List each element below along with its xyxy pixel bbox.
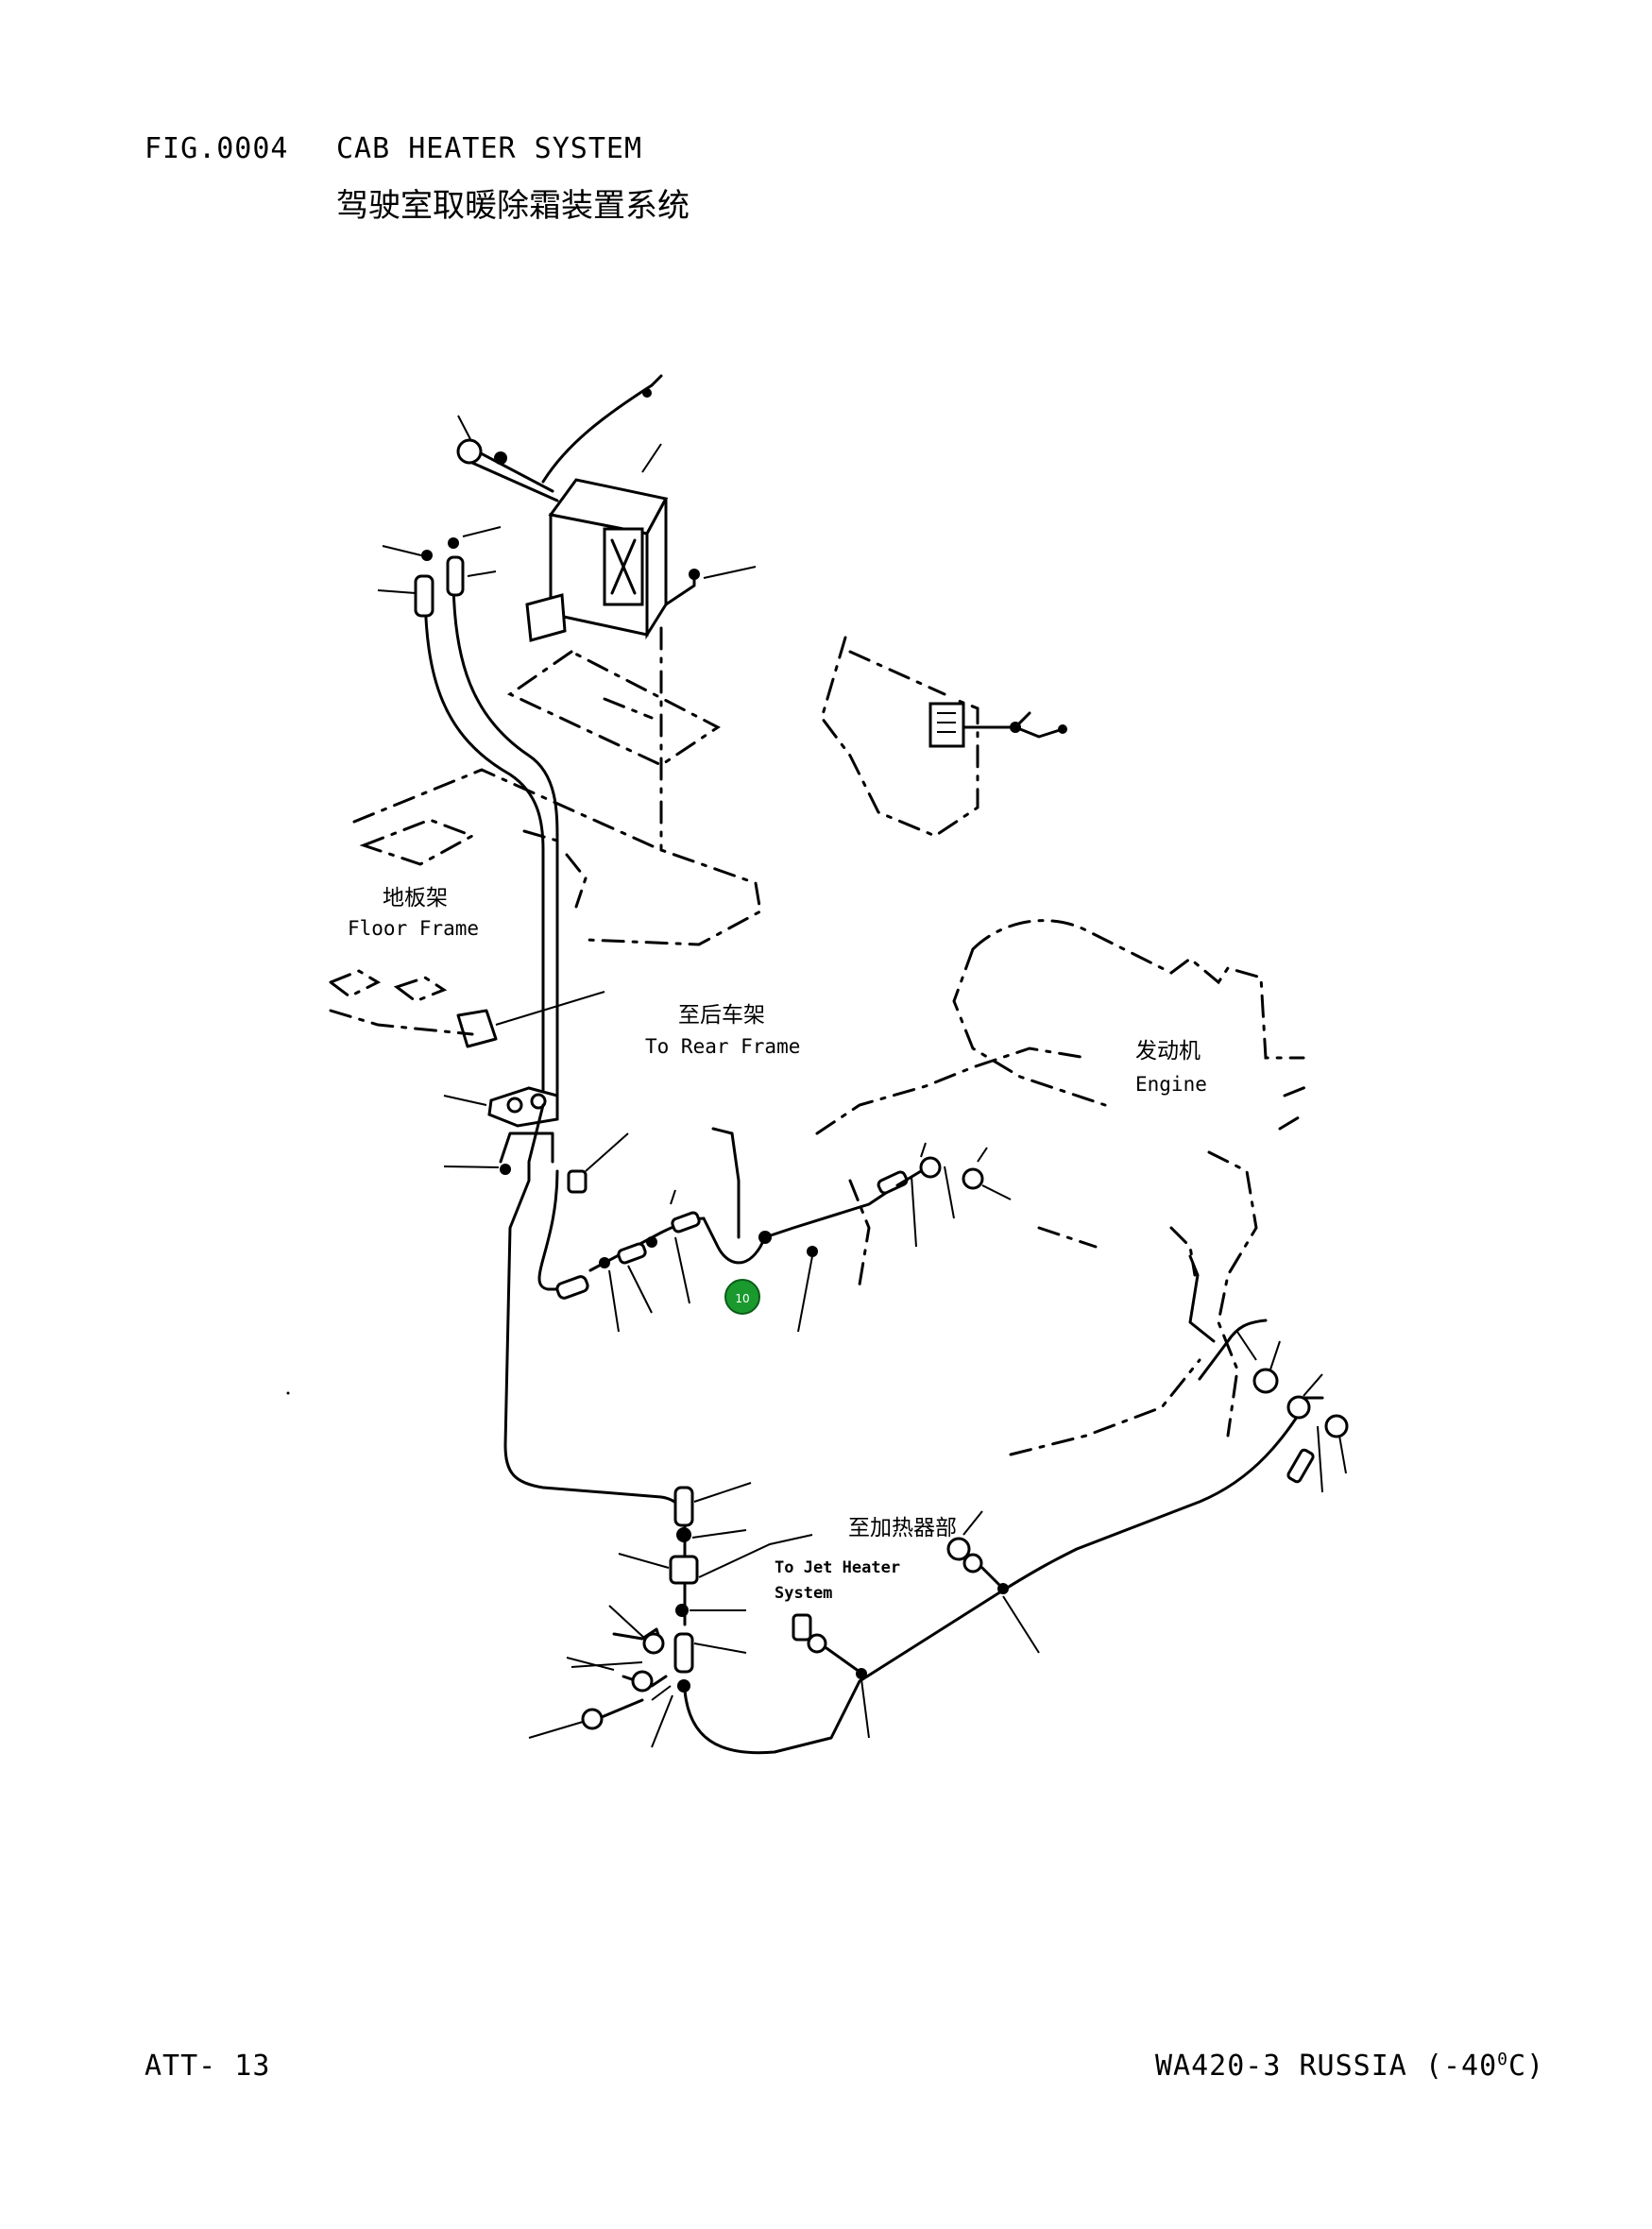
floor-frame-label-en: Floor Frame (348, 917, 479, 940)
figure-title-en: CAB HEATER SYSTEM (336, 132, 643, 165)
jet-heater-label-en-1: To Jet Heater (775, 1558, 900, 1577)
hose-lower-run (503, 1103, 1012, 1532)
console-outline (820, 636, 1067, 838)
clamp-bracket (443, 991, 629, 1194)
callout-marker-10[interactable]: 10 (724, 1279, 760, 1315)
jet-heater-label-cn: 至加热器部 (848, 1516, 957, 1540)
model-name-prefix: WA420-3 RUSSIA (-40 (1155, 2050, 1498, 2083)
rear-frame-label-cn: 至后车架 (678, 1003, 765, 1028)
page-id: ATT- 13 (145, 2050, 271, 2083)
lower-junction (528, 1405, 1305, 1755)
jet-heater-label-en-2: System (775, 1584, 832, 1603)
figure-number: FIG.0004 (145, 132, 289, 165)
floor-frame-outline (327, 626, 762, 1036)
floor-frame-label-cn: 地板架 (383, 886, 448, 910)
callout-number: 10 (735, 1292, 749, 1305)
callout-circle[interactable] (724, 1279, 760, 1315)
rear-frame-label-en: To Rear Frame (645, 1035, 800, 1058)
engine-label-cn: 发动机 (1135, 1039, 1201, 1063)
heater-unit (525, 374, 757, 642)
model-name-suffix: C) (1508, 2050, 1545, 2083)
heater-hoses (377, 415, 559, 1107)
stray-dot (286, 1391, 290, 1395)
engine-outline (815, 919, 1310, 1456)
jet-heater-hose (792, 1226, 1349, 1739)
engine-label-en: Engine (1135, 1073, 1207, 1096)
model-name-degree: 0 (1497, 2050, 1509, 2069)
model-name: WA420-3 RUSSIA (-400C) (1155, 2050, 1544, 2083)
figure-title-cn: 驾驶室取暖除霜装置系统 (336, 187, 690, 225)
